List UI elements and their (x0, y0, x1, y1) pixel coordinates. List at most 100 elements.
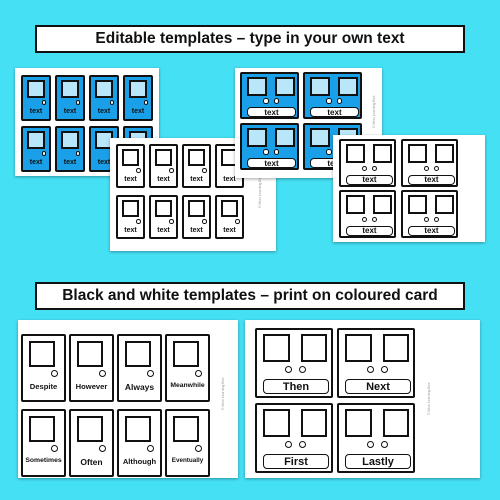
door-label: Despite (29, 382, 58, 392)
door-label: text (97, 159, 111, 167)
single-door: text (21, 126, 51, 172)
sheet-watermark: © Miss Learning Bee (221, 377, 225, 410)
single-door: text (149, 144, 178, 188)
double-door: text (303, 72, 362, 119)
single-door: text (149, 195, 178, 239)
door-window (188, 200, 205, 217)
single-door: text (116, 195, 145, 239)
door-knob-right (371, 216, 377, 223)
door-knob (135, 168, 141, 173)
sheet-watermark: © Miss Learning Bee (427, 382, 431, 415)
door-window-right (382, 409, 410, 438)
door-label: text (63, 159, 77, 167)
door-window-right (300, 334, 328, 363)
door-label: text (29, 108, 43, 116)
single-door: Always (117, 334, 162, 402)
door-window-left (345, 409, 372, 438)
double-door: text (339, 139, 396, 187)
single-door: Meanwhile (165, 334, 210, 402)
door-label: text (124, 175, 137, 183)
door-knob (41, 151, 47, 156)
door-knob (168, 219, 174, 224)
door-knob (135, 219, 141, 224)
door-window (173, 340, 200, 367)
door-window (27, 131, 45, 149)
door-window-left (246, 76, 267, 96)
door-knob-left (423, 165, 429, 172)
door-label: text (223, 175, 236, 183)
single-door: text (182, 195, 211, 239)
door-label: Eventually (171, 457, 204, 465)
door-label: Sometimes (25, 457, 62, 465)
door-knob (75, 151, 81, 156)
door-label-plate: text (309, 106, 360, 118)
single-door: Eventually (165, 409, 210, 477)
single-door: However (69, 334, 114, 402)
door-label: Often (80, 457, 103, 468)
door-knob-right (371, 165, 377, 172)
door-label: text (29, 159, 43, 167)
door-window-right (275, 127, 296, 147)
door-window-left (345, 194, 365, 215)
door-window-left (345, 334, 372, 363)
single-door: Sometimes (21, 409, 66, 477)
door-window (188, 149, 205, 166)
door-label-plate: text (345, 225, 394, 237)
single-door: Although (117, 409, 162, 477)
door-knob-left (263, 149, 269, 155)
door-label: Although (122, 457, 157, 467)
bw-banner-text: Black and white templates – print on col… (62, 287, 438, 304)
door-window (155, 149, 172, 166)
single-door: text (215, 195, 244, 239)
door-knob (146, 445, 155, 453)
door-knob-left (285, 366, 293, 374)
door-window-left (345, 143, 365, 164)
door-window-left (263, 334, 290, 363)
door-label: text (157, 175, 170, 183)
door-knob (194, 370, 203, 378)
door-window (125, 415, 152, 442)
sheet-watermark: © Miss Learning Bee (372, 95, 376, 128)
sheet-watermark: © Miss Learning Bee (258, 175, 262, 208)
door-knob (194, 445, 203, 453)
door-knob-right (381, 441, 389, 449)
door-knob-left (367, 441, 375, 449)
door-label: text (124, 226, 137, 234)
door-knob-left (367, 366, 375, 374)
single-door: text (21, 75, 51, 121)
door-window-right (434, 143, 455, 164)
door-knob (75, 100, 81, 105)
door-label-plate: First (263, 454, 329, 470)
double-door: First (255, 403, 333, 473)
door-knob-left (423, 216, 429, 223)
door-window-right (382, 334, 410, 363)
single-door: text (89, 75, 119, 121)
door-window (122, 149, 139, 166)
door-knob-left (326, 98, 332, 104)
door-window (77, 415, 104, 442)
door-knob (98, 370, 107, 378)
double-door: text (401, 139, 458, 187)
door-knob-left (361, 165, 367, 172)
door-label: However (75, 382, 108, 392)
door-window (129, 80, 147, 98)
double-door: Lastly (337, 403, 415, 473)
door-label-plate: Lastly (345, 454, 411, 470)
editable-banner-text: Editable templates – type in your own te… (95, 30, 405, 47)
door-knob-right (299, 366, 307, 374)
door-window-left (309, 127, 330, 147)
double-door: text (339, 190, 396, 238)
door-knob-left (326, 149, 332, 155)
door-knob-right (381, 366, 389, 374)
single-door: text (116, 144, 145, 188)
single-door: text (182, 144, 211, 188)
single-door: text (55, 126, 85, 172)
door-window-left (309, 76, 330, 96)
door-knob (168, 168, 174, 173)
door-label-plate: text (246, 157, 297, 169)
